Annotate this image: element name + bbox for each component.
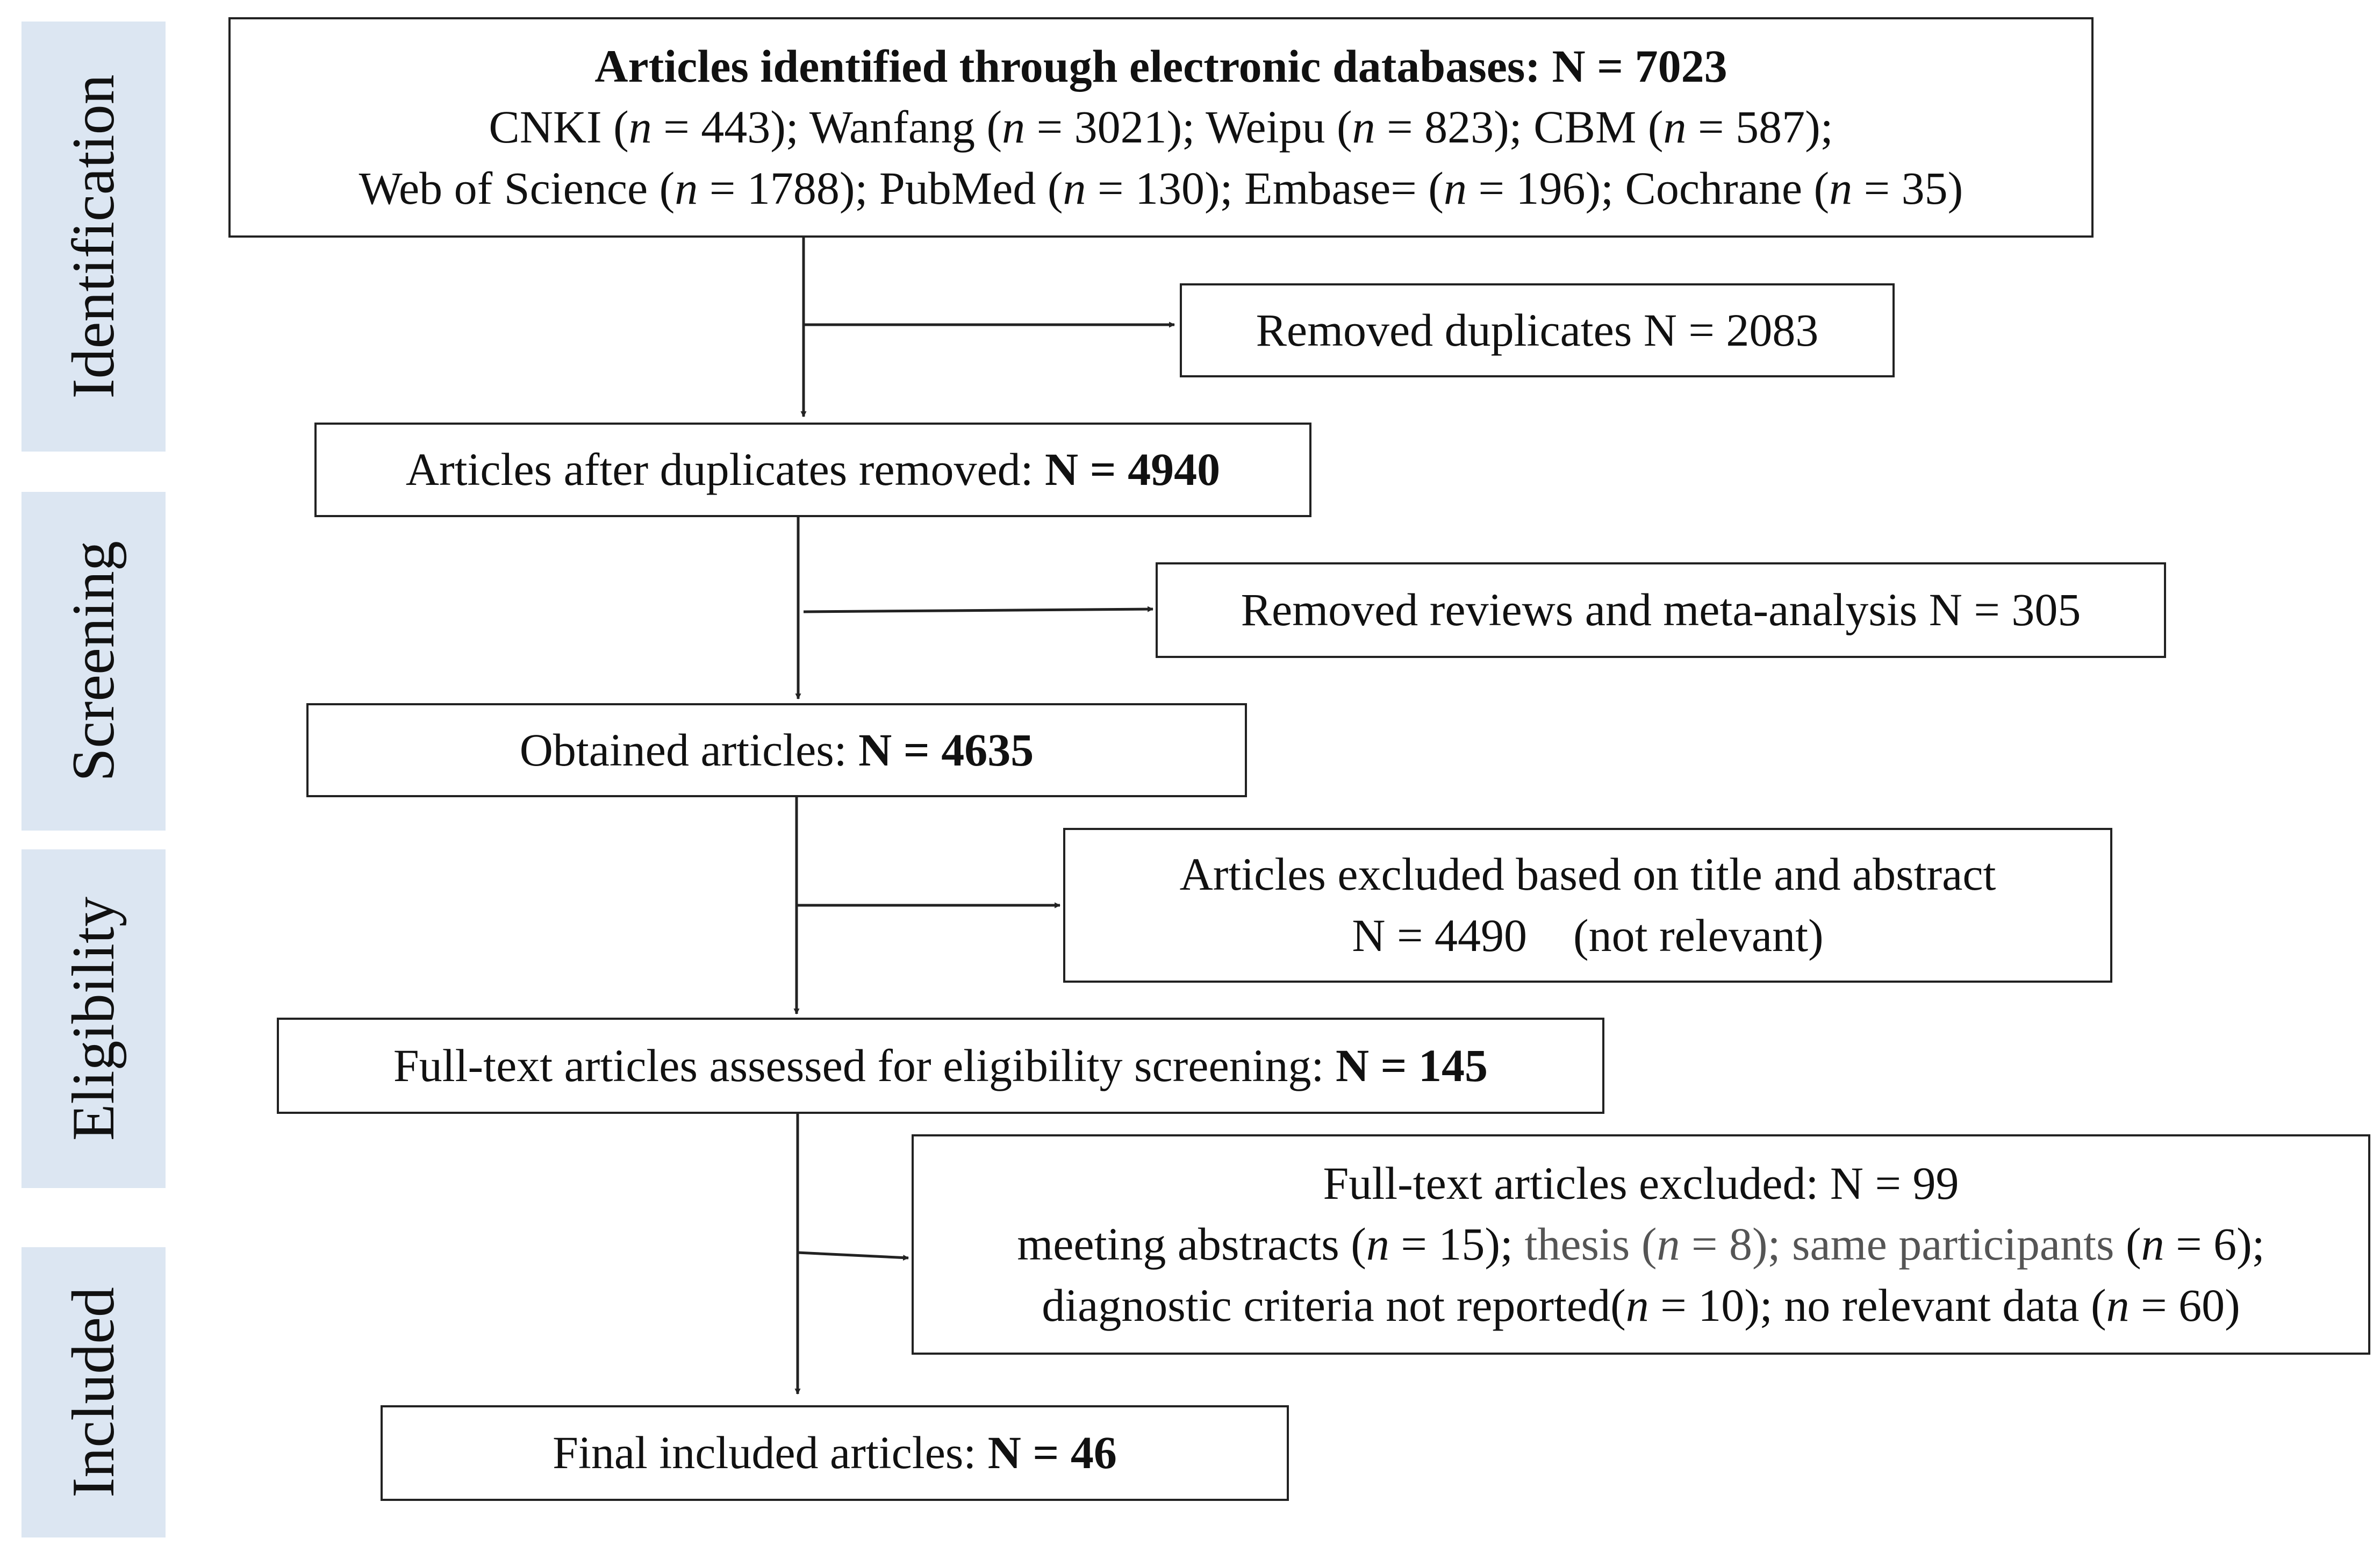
reason-diagnostic-criteria: diagnostic criteria not reported(n = 10)… (1042, 1279, 1784, 1331)
final-included-text: Final included articles: N = 46 (553, 1427, 1117, 1479)
fulltext-excluded-reasons-line1: meeting abstracts (n = 15); thesis (n = … (1017, 1214, 2264, 1275)
box-obtained: Obtained articles: N = 4635 (306, 703, 1247, 797)
db-cbm: CBM (n = 587); (1533, 101, 1833, 153)
reason-no-relevant-data: no relevant data (n = 60) (1784, 1279, 2240, 1331)
identified-databases-line2: Web of Science (n = 1788); PubMed (n = 1… (359, 158, 1963, 219)
arrow-to-removed-reviews (803, 606, 1154, 613)
reason-same-participants: same participants (n = 6); (1792, 1218, 2265, 1270)
box-after-duplicates: Articles after duplicates removed: N = 4… (314, 423, 1311, 517)
removed-reviews-text: Removed reviews and meta-analysis N = 30… (1241, 584, 2081, 636)
box-removed-reviews: Removed reviews and meta-analysis N = 30… (1156, 562, 2166, 658)
identified-databases-line1: CNKI (n = 443); Wanfang (n = 3021); Weip… (489, 97, 1833, 158)
fulltext-excluded-title: Full-text articles excluded: N = 99 (1323, 1157, 1959, 1209)
db-cnki: CNKI (n = 443); (489, 101, 809, 153)
section-eligibility: Eligibility (21, 849, 166, 1188)
box-fulltext-excluded: Full-text articles excluded: N = 99 meet… (912, 1134, 2370, 1355)
box-removed-duplicates: Removed duplicates N = 2083 (1180, 283, 1895, 377)
after-duplicates-text: Articles after duplicates removed: N = 4… (405, 444, 1221, 496)
box-identified: Articles identified through electronic d… (228, 17, 2094, 238)
fulltext-assessed-text: Full-text articles assessed for eligibil… (393, 1039, 1488, 1091)
obtained-text: Obtained articles: N = 4635 (519, 724, 1034, 776)
box-final-included: Final included articles: N = 46 (381, 1405, 1289, 1501)
db-weipu: Weipu (n = 823); (1206, 101, 1534, 153)
reason-meeting-abstracts: meeting abstracts (n = 15); (1017, 1218, 1525, 1270)
db-cochrane: Cochrane (n = 35) (1625, 162, 1963, 214)
box-fulltext-assessed: Full-text articles assessed for eligibil… (277, 1018, 1604, 1114)
identified-title: Articles identified through electronic d… (594, 40, 1727, 92)
section-identification: Identification (21, 22, 166, 452)
box-excluded-title-abstract: Articles excluded based on title and abs… (1063, 828, 2112, 983)
reason-thesis: thesis (n = 8); (1524, 1218, 1793, 1270)
section-screening: Screening (21, 492, 166, 831)
removed-duplicates-text: Removed duplicates N = 2083 (1256, 304, 1819, 356)
fulltext-excluded-reasons-line2: diagnostic criteria not reported(n = 10)… (1042, 1275, 2240, 1336)
db-pubmed: PubMed (n = 130); (879, 162, 1245, 214)
excluded-title-line1: Articles excluded based on title and abs… (1179, 848, 1996, 900)
db-web-of-science: Web of Science (n = 1788); (359, 162, 879, 214)
excluded-title-line2: N = 4490 (not relevant) (1352, 910, 1824, 961)
db-wanfang: Wanfang (n = 3021); (809, 101, 1206, 153)
arrow-to-fulltext-excluded (797, 1251, 909, 1261)
db-embase: Embase= (n = 196); (1244, 162, 1625, 214)
section-included: Included (21, 1247, 166, 1537)
